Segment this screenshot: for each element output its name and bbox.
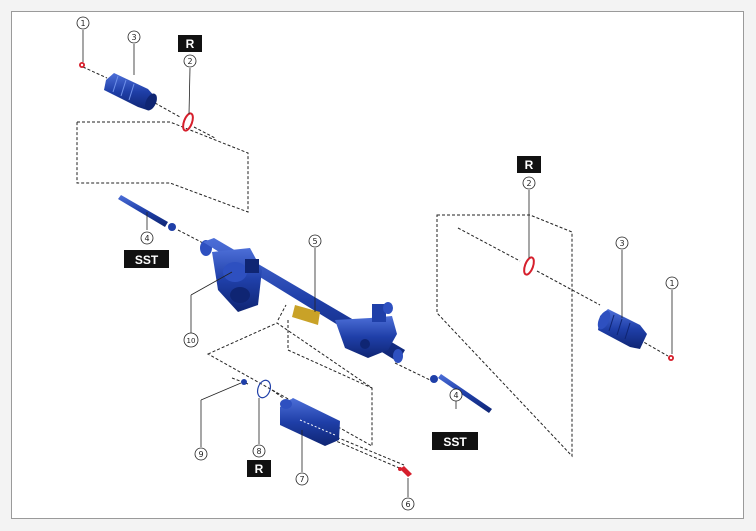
callout-4-right: 4	[449, 388, 463, 402]
svg-text:9: 9	[198, 450, 203, 459]
pinion-bolt	[398, 466, 412, 477]
svg-text:R: R	[255, 462, 264, 476]
svg-text:3: 3	[131, 33, 136, 42]
axis-line	[193, 126, 216, 139]
svg-text:4: 4	[144, 234, 149, 243]
callout-2-left: 2	[183, 54, 197, 68]
callout-3-right: 3	[615, 236, 629, 250]
o-ring-left	[182, 112, 194, 132]
leader-lines	[82, 30, 673, 497]
tie-rod-nut-right	[668, 355, 674, 361]
svg-text:R: R	[525, 158, 534, 172]
steering-gear-housing	[200, 238, 405, 363]
replace-badge-top-left: R	[178, 35, 202, 52]
tie-rod-right	[430, 374, 492, 413]
axis-line	[639, 339, 669, 357]
svg-text:5: 5	[312, 237, 317, 246]
svg-text:SST: SST	[135, 253, 159, 267]
axis-line	[457, 227, 521, 262]
axis-line	[231, 377, 249, 385]
svg-text:7: 7	[299, 475, 304, 484]
left-boot-dashed-box	[76, 121, 249, 213]
svg-text:3: 3	[619, 239, 624, 248]
callout-1-right: 1	[665, 276, 679, 290]
svg-text:2: 2	[187, 57, 192, 66]
boot-right	[597, 309, 647, 349]
sst-badge-left: SST	[124, 250, 169, 268]
callout-8: 8	[252, 444, 266, 458]
svg-text:6: 6	[405, 500, 410, 509]
callout-1-left: 1	[76, 16, 90, 30]
axis-line	[394, 362, 431, 381]
svg-text:8: 8	[256, 447, 261, 456]
axis-line	[299, 421, 405, 466]
axis-line	[536, 270, 601, 306]
replace-badge-right: R	[517, 156, 541, 173]
replace-badge-bottom: R	[247, 460, 271, 477]
o-ring-pinion	[256, 379, 272, 399]
svg-text:4: 4	[453, 391, 458, 400]
tie-rod-nut-left	[79, 62, 85, 68]
right-boot-dashed-box	[436, 214, 573, 458]
svg-text:1: 1	[669, 279, 674, 288]
svg-text:1: 1	[80, 19, 85, 28]
axis-line	[271, 389, 284, 399]
axis-line	[177, 229, 204, 244]
svg-text:R: R	[186, 37, 195, 51]
axis-line	[82, 66, 108, 79]
svg-text:10: 10	[187, 337, 196, 345]
axis-line	[154, 102, 181, 118]
pinion-nut	[241, 379, 247, 385]
callout-10: 10	[183, 332, 199, 348]
sst-badge-right: SST	[432, 432, 478, 450]
pinion-box-guide-2	[287, 349, 373, 389]
pinion-cover	[280, 398, 340, 446]
boot-left	[104, 73, 157, 111]
callout-9: 9	[194, 447, 208, 461]
svg-text:2: 2	[526, 179, 531, 188]
o-ring-right	[523, 256, 535, 276]
callout-4-left: 4	[140, 231, 154, 245]
callout-3-left: 3	[127, 30, 141, 44]
callout-2-right: 2	[522, 176, 536, 190]
tie-rod-left	[118, 195, 176, 231]
callout-5: 5	[308, 234, 322, 248]
callout-6: 6	[401, 497, 415, 511]
callout-7: 7	[295, 472, 309, 486]
axis-line	[277, 304, 287, 321]
svg-text:SST: SST	[443, 435, 467, 449]
